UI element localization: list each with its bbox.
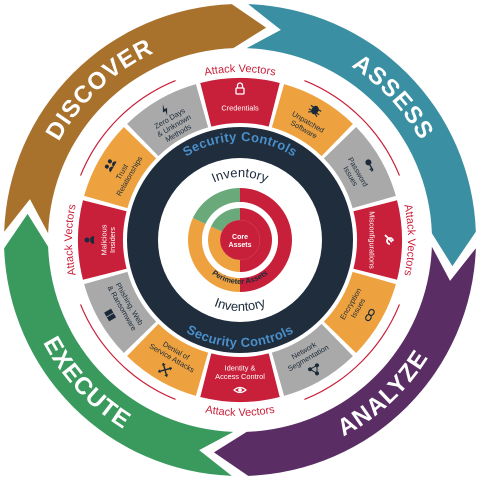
link-icon xyxy=(365,308,375,322)
phase-arrow xyxy=(4,4,267,234)
network-icon xyxy=(308,363,319,376)
attack-ring-line xyxy=(304,304,401,401)
segment-label: Credentials xyxy=(221,104,259,113)
phase-arrow xyxy=(4,213,234,476)
attack-vector-segments: Credentials UnpatchedSoftwarePasswordIssu… xyxy=(78,78,402,402)
segment-wedge xyxy=(200,353,280,402)
book-icon xyxy=(104,308,117,322)
bug-icon xyxy=(308,104,322,118)
core-ring-green xyxy=(210,208,240,232)
segment-label: MaliciousInsiders xyxy=(99,224,117,255)
segment-label: Zero Days& UnknownMethods xyxy=(151,105,197,146)
perimeter-ring-red xyxy=(240,188,292,292)
inventory-label: Inventory xyxy=(209,165,271,186)
segment-bolt: Zero Days& UnknownMethods xyxy=(127,84,209,157)
core-ring-red xyxy=(240,208,272,272)
segment-wedge xyxy=(271,84,353,157)
inventory-label: Inventory xyxy=(213,295,268,314)
segment-wedge xyxy=(127,84,209,157)
phase-arrow xyxy=(246,4,476,267)
user-icon xyxy=(84,236,94,244)
segment-eye: Identity &Access Control xyxy=(200,353,280,402)
segment-wrench: Misconfigurations xyxy=(353,200,402,280)
segment-wedge xyxy=(84,271,157,353)
segment-group: TrustRelationships xyxy=(84,127,157,209)
arrows-icon xyxy=(157,362,173,377)
segment-bug: UnpatchedSoftware xyxy=(271,84,353,157)
segment-wedge xyxy=(353,200,402,280)
attack-vectors-label: Attack Vectors xyxy=(203,63,277,79)
group-icon xyxy=(104,159,117,173)
perimeter-ring-green xyxy=(192,188,240,224)
segment-network: NetworkSegmentation xyxy=(271,323,353,396)
segment-user: MaliciousInsiders xyxy=(78,200,127,280)
eye-icon xyxy=(233,386,247,394)
attack-ring-line xyxy=(304,79,401,176)
core-ring-orange xyxy=(207,226,240,272)
segment-label: Identity &Access Control xyxy=(215,363,265,381)
attack-vectors-label: Attack Vectors xyxy=(63,203,79,277)
segment-wedge xyxy=(323,271,396,353)
segment-wedge xyxy=(78,200,127,280)
core-center xyxy=(220,220,260,260)
wrench-icon xyxy=(384,234,394,245)
segment-wedge xyxy=(84,127,157,209)
segment-wedge xyxy=(200,78,280,127)
lock-icon xyxy=(235,82,245,95)
attack-vectors-label: Attack Vectors xyxy=(401,203,417,277)
segment-wedge xyxy=(127,323,209,396)
segment-wedge xyxy=(271,323,353,396)
segment-label: Misconfigurations xyxy=(368,211,377,269)
key-icon xyxy=(365,159,374,172)
attack-vectors-label: Attack Vectors xyxy=(204,404,276,419)
perimeter-ring-orange xyxy=(187,218,240,292)
bolt-icon xyxy=(162,104,168,116)
segment-arrows: Denial ofService Attacks xyxy=(127,323,209,396)
phase-arrow xyxy=(213,246,476,476)
segment-wedge xyxy=(323,127,396,209)
segment-lock: Credentials xyxy=(200,78,280,127)
attack-ring-line xyxy=(79,304,176,401)
attack-ring-line xyxy=(79,79,176,176)
segment-key: PasswordIssues xyxy=(323,127,396,209)
